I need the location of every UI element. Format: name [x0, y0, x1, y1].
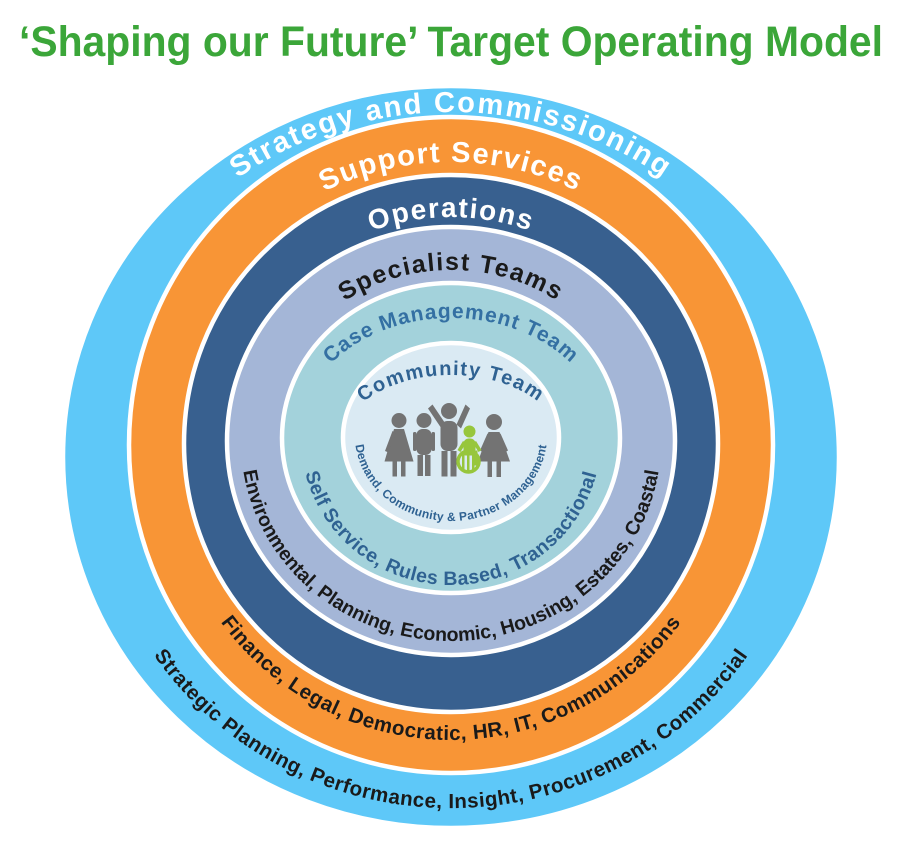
- person-icons-gray: [384, 403, 510, 477]
- person-leg: [450, 451, 457, 477]
- person-head: [463, 425, 476, 438]
- person-leg: [496, 461, 501, 477]
- wheelchair-wheel-icon: [456, 449, 481, 474]
- person-head: [391, 413, 407, 428]
- person-leg: [473, 450, 478, 466]
- person-leg: [487, 461, 492, 477]
- person-leg: [425, 455, 431, 476]
- community-people-icon: [384, 403, 510, 477]
- person-head: [416, 413, 432, 428]
- person-arm: [413, 432, 417, 451]
- person-arm: [457, 441, 466, 452]
- person-head: [441, 403, 457, 419]
- wheelchair-spoke: [462, 454, 465, 470]
- person-head: [486, 414, 502, 430]
- person-leg: [401, 461, 406, 477]
- person-arm: [497, 433, 508, 453]
- person-arm: [385, 431, 396, 453]
- page-title: ‘Shaping our Future’ Target Operating Mo…: [19, 18, 883, 66]
- wheelchair-spoke: [467, 454, 470, 471]
- person-arm: [480, 433, 491, 453]
- person-leg: [417, 455, 423, 476]
- wheelchair-spoke: [472, 454, 475, 470]
- person-arm: [428, 404, 446, 429]
- person-leg: [392, 461, 397, 477]
- person-leg: [441, 451, 448, 477]
- person-arm: [431, 432, 435, 451]
- person-arm: [456, 404, 470, 429]
- person-body: [416, 429, 432, 455]
- person-arm: [473, 441, 482, 452]
- person-body: [440, 421, 458, 451]
